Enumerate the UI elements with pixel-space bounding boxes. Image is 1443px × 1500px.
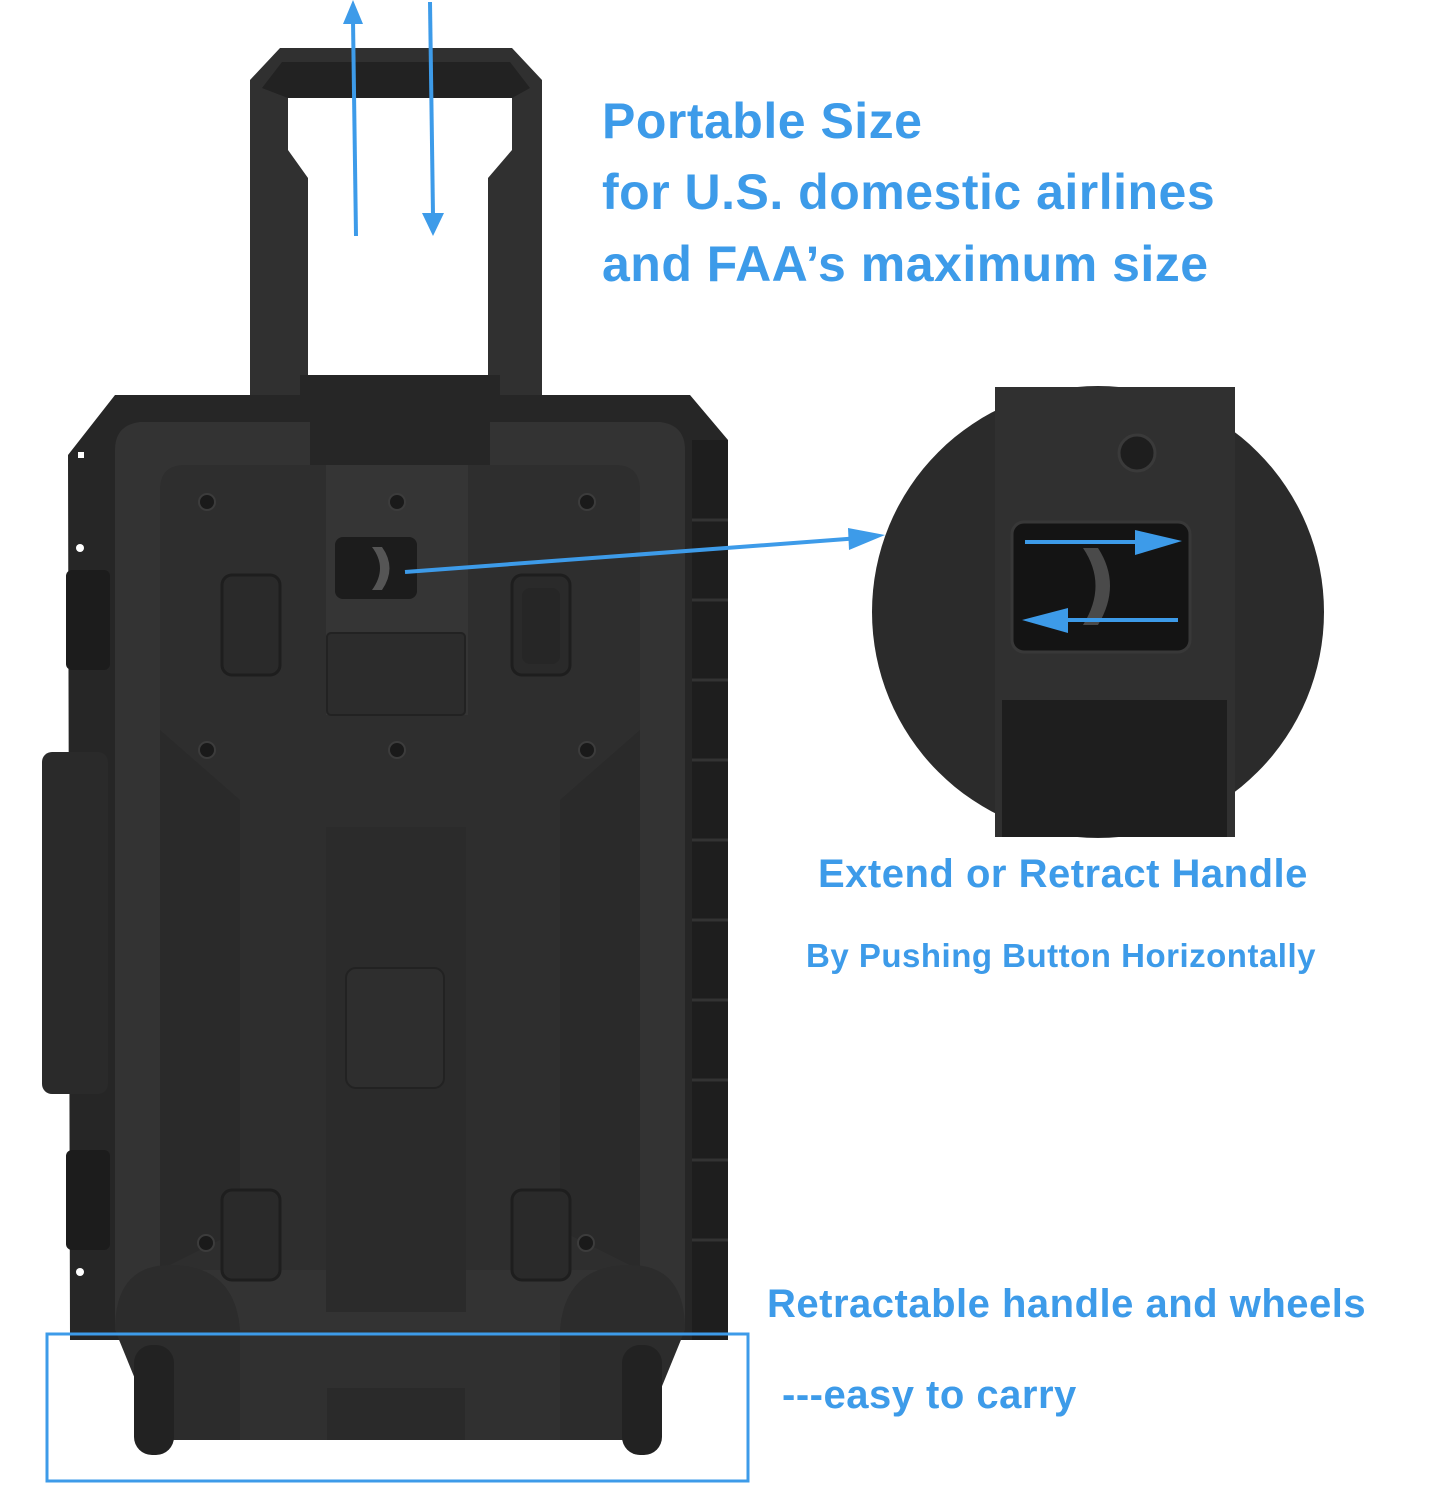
handle-caption-title: Extend or Retract Handle (818, 852, 1308, 896)
left-wheel (134, 1345, 174, 1455)
arrow-right-icon (404, 536, 861, 574)
side-carry-handle (42, 752, 108, 1094)
arrow-up-icon (351, 19, 358, 237)
arrow-down-icon (428, 1, 435, 216)
portable-size-heading: Portable Size (602, 93, 923, 149)
annotation-arrows (45, 0, 1182, 1483)
handle-caption-subtitle: By Pushing Button Horizontally (806, 937, 1316, 974)
wheel-housing (115, 1265, 685, 1455)
front-panel (115, 422, 685, 1386)
wheels-caption-subtitle: ---easy to carry (782, 1373, 1077, 1417)
portable-size-line2: for U.S. domestic airlines (602, 164, 1216, 220)
portable-size-line3: and FAA’s maximum size (602, 236, 1209, 292)
button-detail-zoom (872, 386, 1324, 838)
wheels-caption-title: Retractable handle and wheels (767, 1282, 1367, 1326)
highlight-box (45, 1332, 750, 1483)
right-wheel (622, 1345, 662, 1455)
handle-release-button (335, 537, 417, 599)
